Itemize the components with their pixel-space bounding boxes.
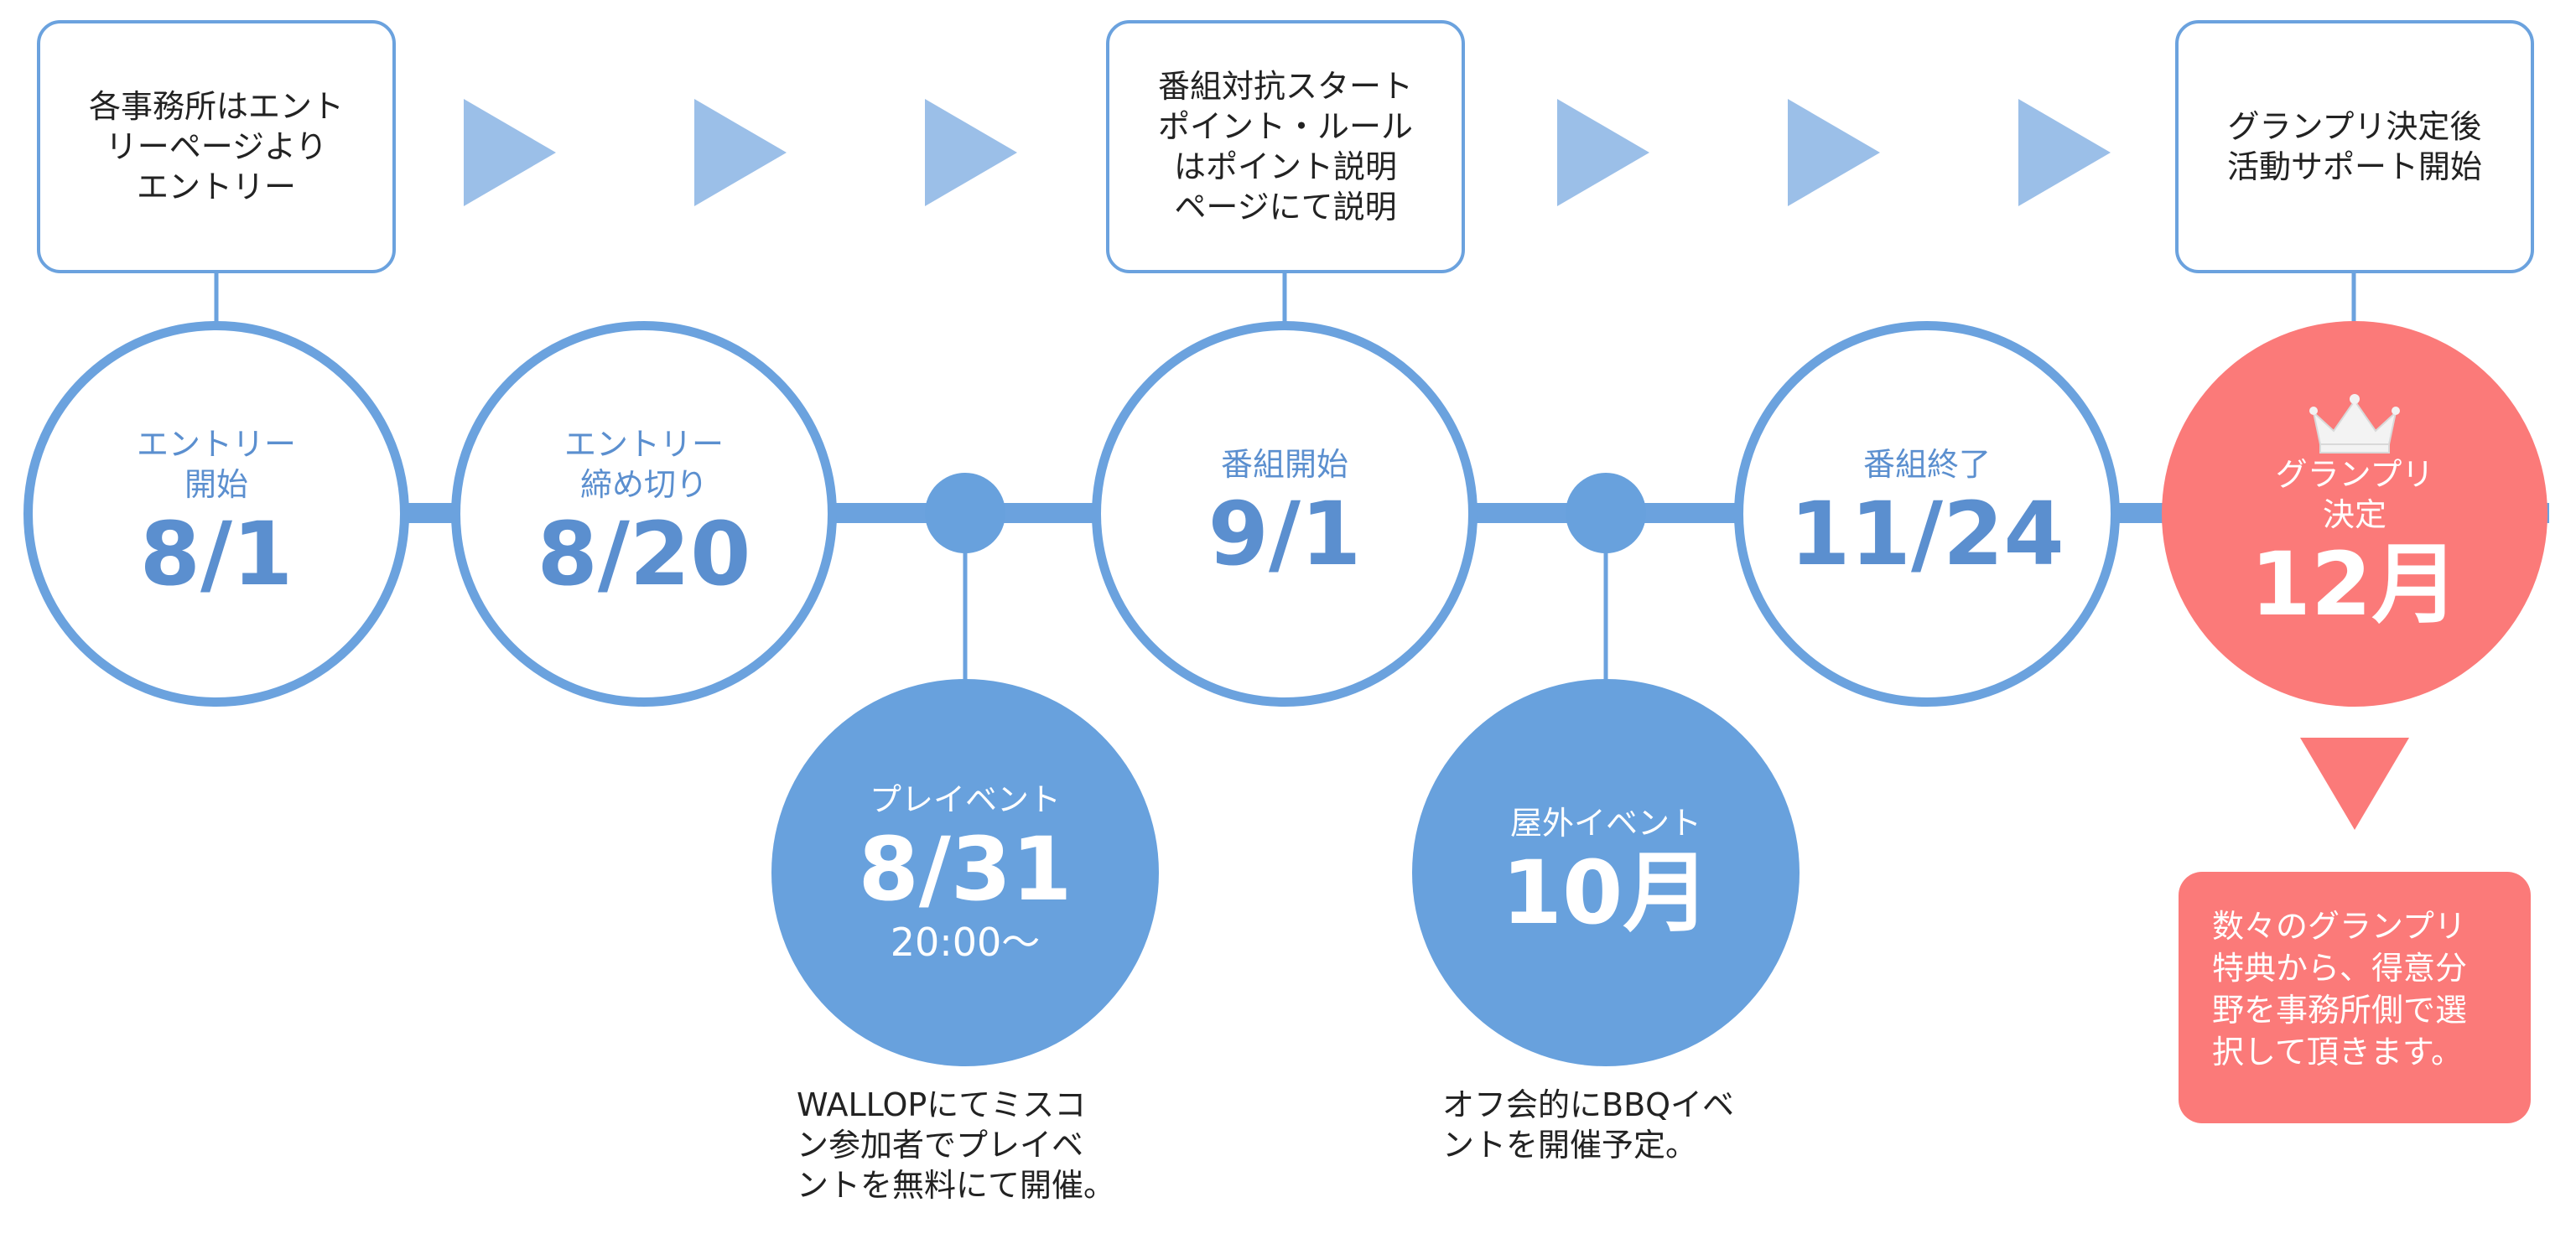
milestone-label: エントリー 開始 bbox=[136, 426, 296, 503]
milestone-date: 11/24 bbox=[1789, 483, 2064, 585]
milestone-entry-close: エントリー 締め切り 8/20 bbox=[451, 321, 837, 707]
timeline-dot-pre-event bbox=[925, 473, 1005, 553]
arrow-right-icon bbox=[1788, 99, 1880, 206]
timeline-dot-outdoor bbox=[1566, 473, 1646, 553]
pre-event-note: WALLOPにてミスコ ン参加者でプレイベ ントを無料にて開催。 bbox=[797, 1086, 1116, 1204]
milestone-date: 9/1 bbox=[1208, 483, 1362, 585]
event-time: 20:00〜 bbox=[890, 920, 1041, 965]
milestone-label: エントリー 締め切り bbox=[564, 426, 724, 503]
milestone-label: グランプリ 決定 bbox=[2275, 456, 2434, 533]
grandprix-box-text: グランプリ決定後 活動サポート開始 bbox=[2226, 108, 2482, 185]
event-date: 10月 bbox=[1501, 842, 1711, 944]
milestone-date: 8/20 bbox=[537, 503, 751, 605]
event-label: プレイベント bbox=[869, 781, 1061, 818]
arrow-down-icon bbox=[2300, 738, 2409, 830]
milestone-entry-start: エントリー 開始 8/1 bbox=[23, 321, 409, 707]
event-outdoor: 屋外イベント 10月 bbox=[1412, 679, 1800, 1066]
entry-box-text: 各事務所はエント リーページより エントリー bbox=[88, 88, 344, 205]
event-date: 8/31 bbox=[858, 818, 1072, 920]
outdoor-note: オフ会的にBBQイベ ントを開催予定。 bbox=[1442, 1086, 1735, 1164]
grandprix-box: グランプリ決定後 活動サポート開始 bbox=[2175, 20, 2534, 273]
entry-box: 各事務所はエント リーページより エントリー bbox=[37, 20, 396, 273]
milestone-date: 12月 bbox=[2250, 533, 2459, 635]
program-box-text: 番組対抗スタート ポイント・ルール はポイント説明 ページにて説明 bbox=[1157, 68, 1413, 225]
milestone-program-start: 番組開始 9/1 bbox=[1092, 321, 1478, 707]
arrow-right-icon bbox=[925, 99, 1017, 206]
event-label: 屋外イベント bbox=[1509, 805, 1701, 842]
program-box: 番組対抗スタート ポイント・ルール はポイント説明 ページにて説明 bbox=[1106, 20, 1465, 273]
benefit-box: 数々のグランプリ 特典から、得意分 野を事務所側で選 択して頂きます。 bbox=[2179, 872, 2531, 1123]
milestone-program-end: 番組終了 11/24 bbox=[1734, 321, 2120, 707]
arrow-right-icon bbox=[2018, 99, 2111, 206]
milestone-label: 番組開始 bbox=[1220, 446, 1348, 483]
arrow-right-icon bbox=[1557, 99, 1649, 206]
milestone-date: 8/1 bbox=[139, 503, 293, 605]
crown-icon bbox=[2309, 394, 2400, 454]
arrow-right-icon bbox=[694, 99, 787, 206]
event-pre-event: プレイベント 8/31 20:00〜 bbox=[771, 679, 1159, 1066]
milestone-label: 番組終了 bbox=[1862, 446, 1991, 483]
milestone-grandprix: グランプリ 決定 12月 bbox=[2162, 321, 2547, 707]
arrow-right-icon bbox=[464, 99, 556, 206]
